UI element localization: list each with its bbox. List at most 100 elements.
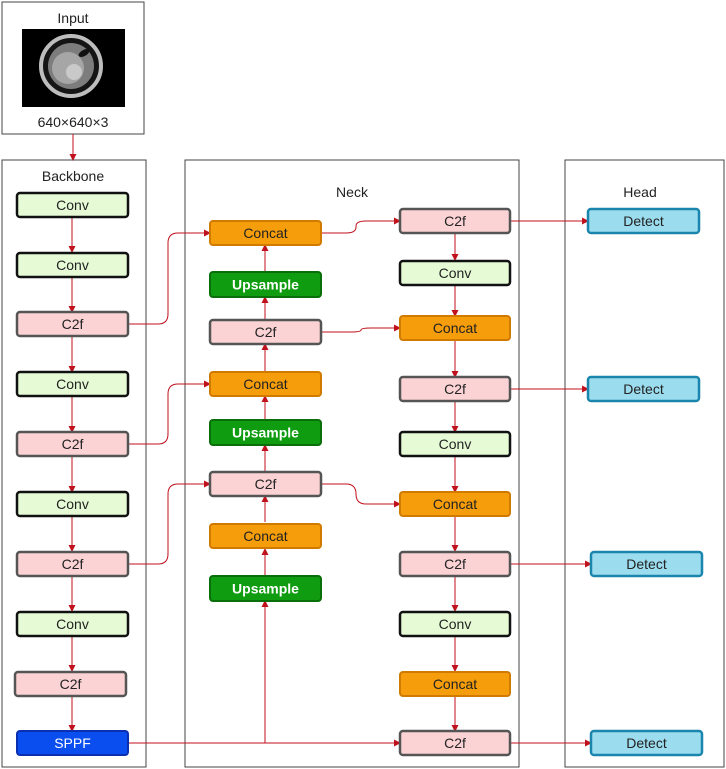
node-detect-h_det4: Detect: [589, 729, 704, 757]
node-conv-b_conv1: Conv: [15, 191, 130, 219]
concat-box: [209, 523, 322, 549]
conv-label: Conv: [439, 616, 472, 632]
sppf-box: [16, 730, 129, 756]
head-title: Head: [623, 184, 656, 200]
concat-box: [209, 220, 322, 246]
node-sppf-b_sppf: SPPF: [16, 730, 129, 756]
upsample-label: Upsample: [232, 581, 299, 597]
node-conv-b_conv2: Conv: [15, 251, 130, 279]
c2f-label: C2f: [62, 436, 84, 452]
conv-box: [398, 430, 512, 458]
node-c2f-r_c2f4: C2f: [398, 729, 512, 757]
c2f-box: [13, 670, 128, 698]
input-title: Input: [57, 10, 88, 26]
concat-label: Concat: [433, 676, 477, 692]
neck-title: Neck: [336, 184, 369, 200]
c2f-label: C2f: [444, 735, 466, 751]
node-detect-h_det3: Detect: [589, 550, 704, 578]
c2f-label: C2f: [62, 316, 84, 332]
detect-box: [586, 375, 701, 403]
c2f-box: [398, 550, 512, 578]
node-c2f-b_c2f2: C2f: [15, 430, 130, 458]
conv-label: Conv: [56, 197, 89, 213]
c2f-box: [398, 207, 512, 235]
conv-label: Conv: [56, 616, 89, 632]
node-concat-n_concat2: Concat: [209, 371, 322, 397]
node-upsample-n_up3: Upsample: [209, 575, 322, 602]
detect-label: Detect: [623, 381, 664, 397]
node-upsample-n_up2: Upsample: [209, 419, 322, 446]
node-c2f-b_c2f4: C2f: [13, 670, 128, 698]
detect-box: [586, 207, 701, 235]
node-c2f-b_c2f1: C2f: [15, 310, 130, 338]
concat-label: Concat: [433, 496, 477, 512]
backbone-title: Backbone: [42, 168, 104, 184]
conv-box: [15, 490, 130, 518]
diagram-nodes: ConvConvC2fConvC2fConvC2fConvC2fSPPFConc…: [13, 191, 704, 757]
c2f-box: [15, 310, 130, 338]
concat-box: [399, 491, 511, 517]
sppf-label: SPPF: [54, 735, 91, 751]
input-image: [22, 29, 125, 107]
c2f-label: C2f: [60, 676, 82, 692]
c2f-label: C2f: [444, 556, 466, 572]
node-upsample-n_up1: Upsample: [209, 271, 322, 298]
node-conv-r_conv2: Conv: [398, 430, 512, 458]
conv-label: Conv: [56, 496, 89, 512]
input-size: 640×640×3: [38, 114, 109, 130]
conv-box: [15, 610, 130, 638]
node-conv-b_conv5: Conv: [15, 610, 130, 638]
connection-arrows: [68, 134, 592, 747]
concat-label: Concat: [433, 320, 477, 336]
detect-label: Detect: [626, 735, 667, 751]
node-concat-r_concat3: Concat: [399, 671, 511, 697]
c2f-label: C2f: [444, 381, 466, 397]
conv-box: [398, 259, 512, 287]
node-concat-r_concat2: Concat: [399, 491, 511, 517]
concat-box: [399, 315, 511, 341]
upsample-box: [209, 575, 322, 602]
detect-box: [589, 729, 704, 757]
c2f-box: [398, 375, 512, 403]
c2f-label: C2f: [62, 556, 84, 572]
conv-label: Conv: [56, 376, 89, 392]
node-detect-h_det1: Detect: [586, 207, 701, 235]
conv-box: [398, 610, 512, 638]
conv-box: [15, 370, 130, 398]
detect-box: [589, 550, 704, 578]
concat-box: [399, 671, 511, 697]
input-panel: Input 640×640×3: [1, 1, 145, 135]
detect-label: Detect: [623, 213, 664, 229]
concat-label: Concat: [243, 225, 287, 241]
upsample-box: [209, 271, 322, 298]
node-conv-b_conv4: Conv: [15, 490, 130, 518]
upsample-box: [209, 419, 322, 446]
c2f-label: C2f: [255, 324, 277, 340]
concat-label: Concat: [243, 376, 287, 392]
node-c2f-r_c2f3: C2f: [398, 550, 512, 578]
c2f-box: [208, 470, 323, 498]
node-c2f-b_c2f3: C2f: [15, 550, 130, 578]
node-c2f-n_c2f2: C2f: [208, 470, 323, 498]
c2f-box: [398, 729, 512, 757]
concat-label: Concat: [243, 528, 287, 544]
node-conv-b_conv3: Conv: [15, 370, 130, 398]
upsample-label: Upsample: [232, 425, 299, 441]
conv-label: Conv: [439, 265, 472, 281]
c2f-label: C2f: [444, 213, 466, 229]
node-c2f-r_c2f2: C2f: [398, 375, 512, 403]
c2f-box: [15, 430, 130, 458]
node-conv-r_conv1: Conv: [398, 259, 512, 287]
conv-box: [15, 251, 130, 279]
detect-label: Detect: [626, 556, 667, 572]
head-panel: Head: [564, 159, 725, 768]
conv-label: Conv: [439, 436, 472, 452]
concat-box: [209, 371, 322, 397]
node-concat-n_concat1: Concat: [209, 220, 322, 246]
conv-box: [15, 191, 130, 219]
node-conv-r_conv3: Conv: [398, 610, 512, 638]
node-concat-r_concat1: Concat: [399, 315, 511, 341]
node-detect-h_det2: Detect: [586, 375, 701, 403]
c2f-label: C2f: [255, 476, 277, 492]
